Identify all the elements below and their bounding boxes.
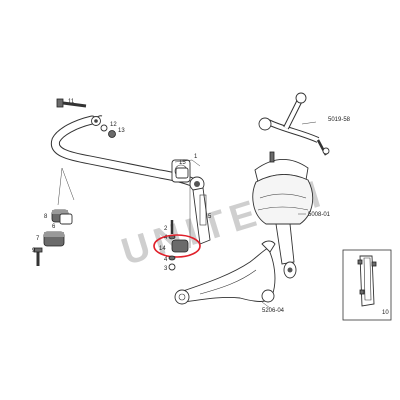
nut-part-13[interactable]	[108, 130, 116, 138]
bushing-part-6[interactable]	[59, 213, 73, 225]
label-part-13: 13	[118, 128, 125, 134]
lower-control-arm[interactable]	[174, 240, 276, 305]
label-part-12: 12	[110, 122, 117, 128]
label-part-14: 14	[159, 246, 166, 252]
washer-part-4b[interactable]	[168, 255, 176, 261]
label-air-spring: 5008-01	[308, 212, 331, 218]
label-part-4-lower: 4	[164, 257, 168, 263]
bar-end-link[interactable]	[189, 176, 205, 192]
bolt-part-9[interactable]	[33, 247, 43, 266]
air-spring-assembly[interactable]	[252, 151, 314, 279]
bushing-part-14[interactable]	[171, 239, 189, 253]
bushing-part-15[interactable]	[175, 167, 189, 179]
label-part-3: 3	[164, 266, 168, 272]
label-part-9: 9	[32, 248, 36, 254]
label-part-4: 4	[164, 235, 168, 241]
highlight-ring	[153, 234, 201, 258]
nut-part-3[interactable]	[168, 263, 176, 271]
label-part-10: 10	[382, 310, 389, 316]
label-part-15: 15	[179, 160, 186, 166]
label-lower-arm: 5206-04	[262, 308, 285, 314]
end-link-bracket-part-5[interactable]	[192, 187, 211, 245]
label-part-6: 6	[52, 224, 56, 230]
label-part-5: 5	[208, 214, 212, 220]
washer-part-12[interactable]	[100, 124, 108, 132]
bracket-part-10[interactable]	[357, 255, 377, 307]
label-upper-arm: 5019-58	[328, 117, 351, 123]
label-part-7: 7	[36, 236, 40, 242]
label-part-11: 11	[68, 99, 75, 105]
upper-control-arm[interactable]	[258, 92, 330, 156]
label-part-1: 1	[194, 154, 198, 160]
label-part-2: 2	[164, 226, 168, 232]
bushing-part-7[interactable]	[43, 231, 65, 247]
stabilizer-bar[interactable]	[50, 115, 197, 187]
label-part-8: 8	[44, 214, 48, 220]
bolt-part-11[interactable]	[56, 98, 87, 108]
